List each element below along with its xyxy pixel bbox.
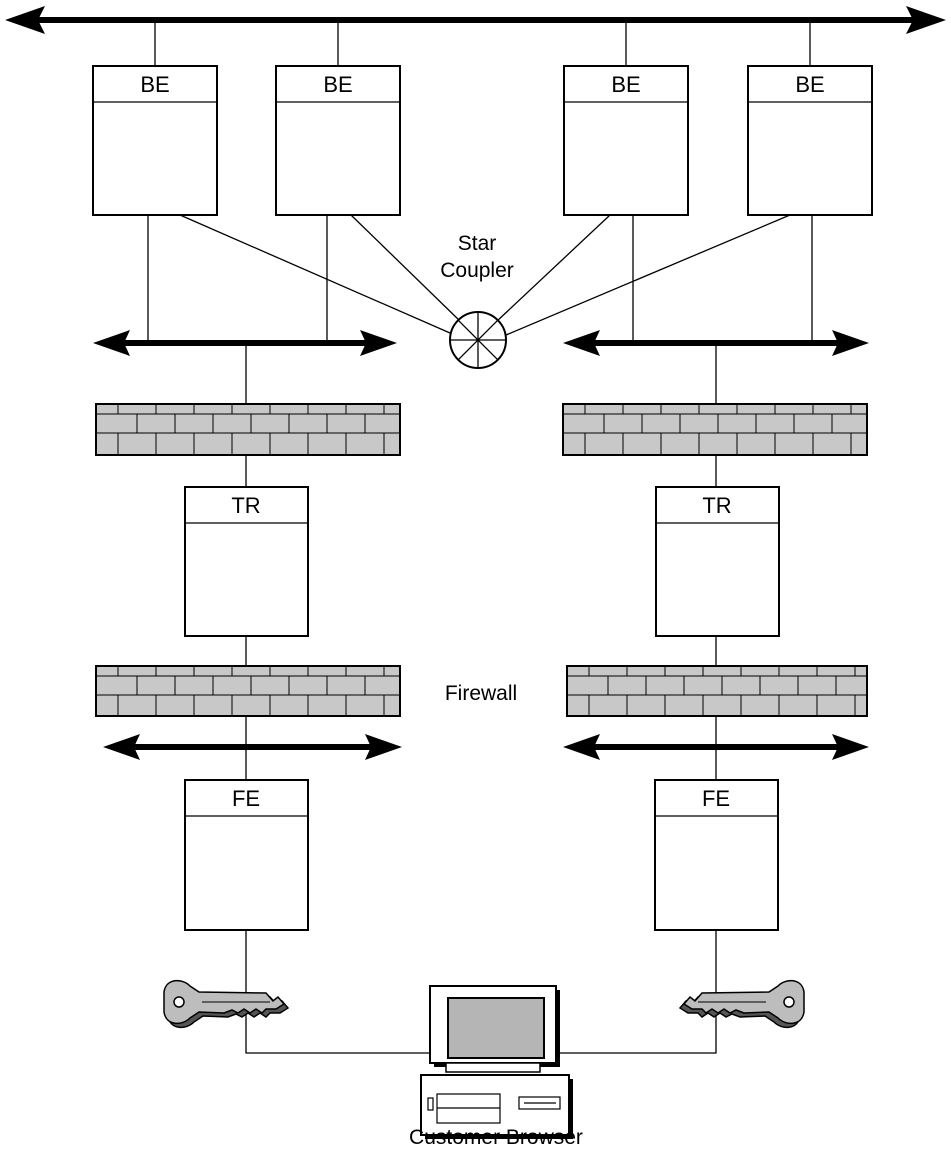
encryption-key-icon <box>678 979 805 1029</box>
star-coupler <box>449 311 507 369</box>
backend-bus-drops <box>147 215 813 343</box>
backend-server-1: BE <box>92 65 218 216</box>
backend-server-4: BE <box>747 65 873 216</box>
transaction-server-label: TR <box>702 493 731 518</box>
left-frontend-bus <box>103 734 402 760</box>
frontend-server-label: FE <box>702 786 730 811</box>
firewall-label: Firewall <box>445 682 517 705</box>
transaction-server-left: TR <box>184 486 309 637</box>
computer-icon <box>420 985 573 1139</box>
customer-browser-label: Customer Browser <box>409 1126 583 1149</box>
backend-server-label: BE <box>795 72 824 97</box>
backend-server-label: BE <box>140 72 169 97</box>
top-backbone-bus <box>5 6 946 34</box>
firewall-left-lower <box>95 665 401 717</box>
backbone-drops <box>154 20 811 66</box>
star-coupler-label-line2: Coupler <box>440 259 514 282</box>
encryption-key-icon <box>163 979 290 1029</box>
frontend-server-left: FE <box>184 779 309 931</box>
backend-server-3: BE <box>563 65 689 216</box>
frontend-server-right: FE <box>654 779 779 931</box>
backend-server-label: BE <box>323 72 352 97</box>
transaction-server-right: TR <box>655 486 780 637</box>
customer-links <box>245 930 717 1054</box>
star-coupler-label-line1: Star <box>458 232 497 255</box>
backend-server-2: BE <box>275 65 401 216</box>
firewall-right-lower <box>566 665 868 717</box>
star-coupler-links <box>179 214 791 336</box>
right-frontend-bus <box>563 734 869 760</box>
firewall-right-upper <box>562 403 868 456</box>
backend-server-label: BE <box>611 72 640 97</box>
firewall-left-upper <box>95 403 401 456</box>
transaction-server-label: TR <box>231 493 260 518</box>
frontend-server-label: FE <box>232 786 260 811</box>
left-backend-bus <box>93 330 397 356</box>
